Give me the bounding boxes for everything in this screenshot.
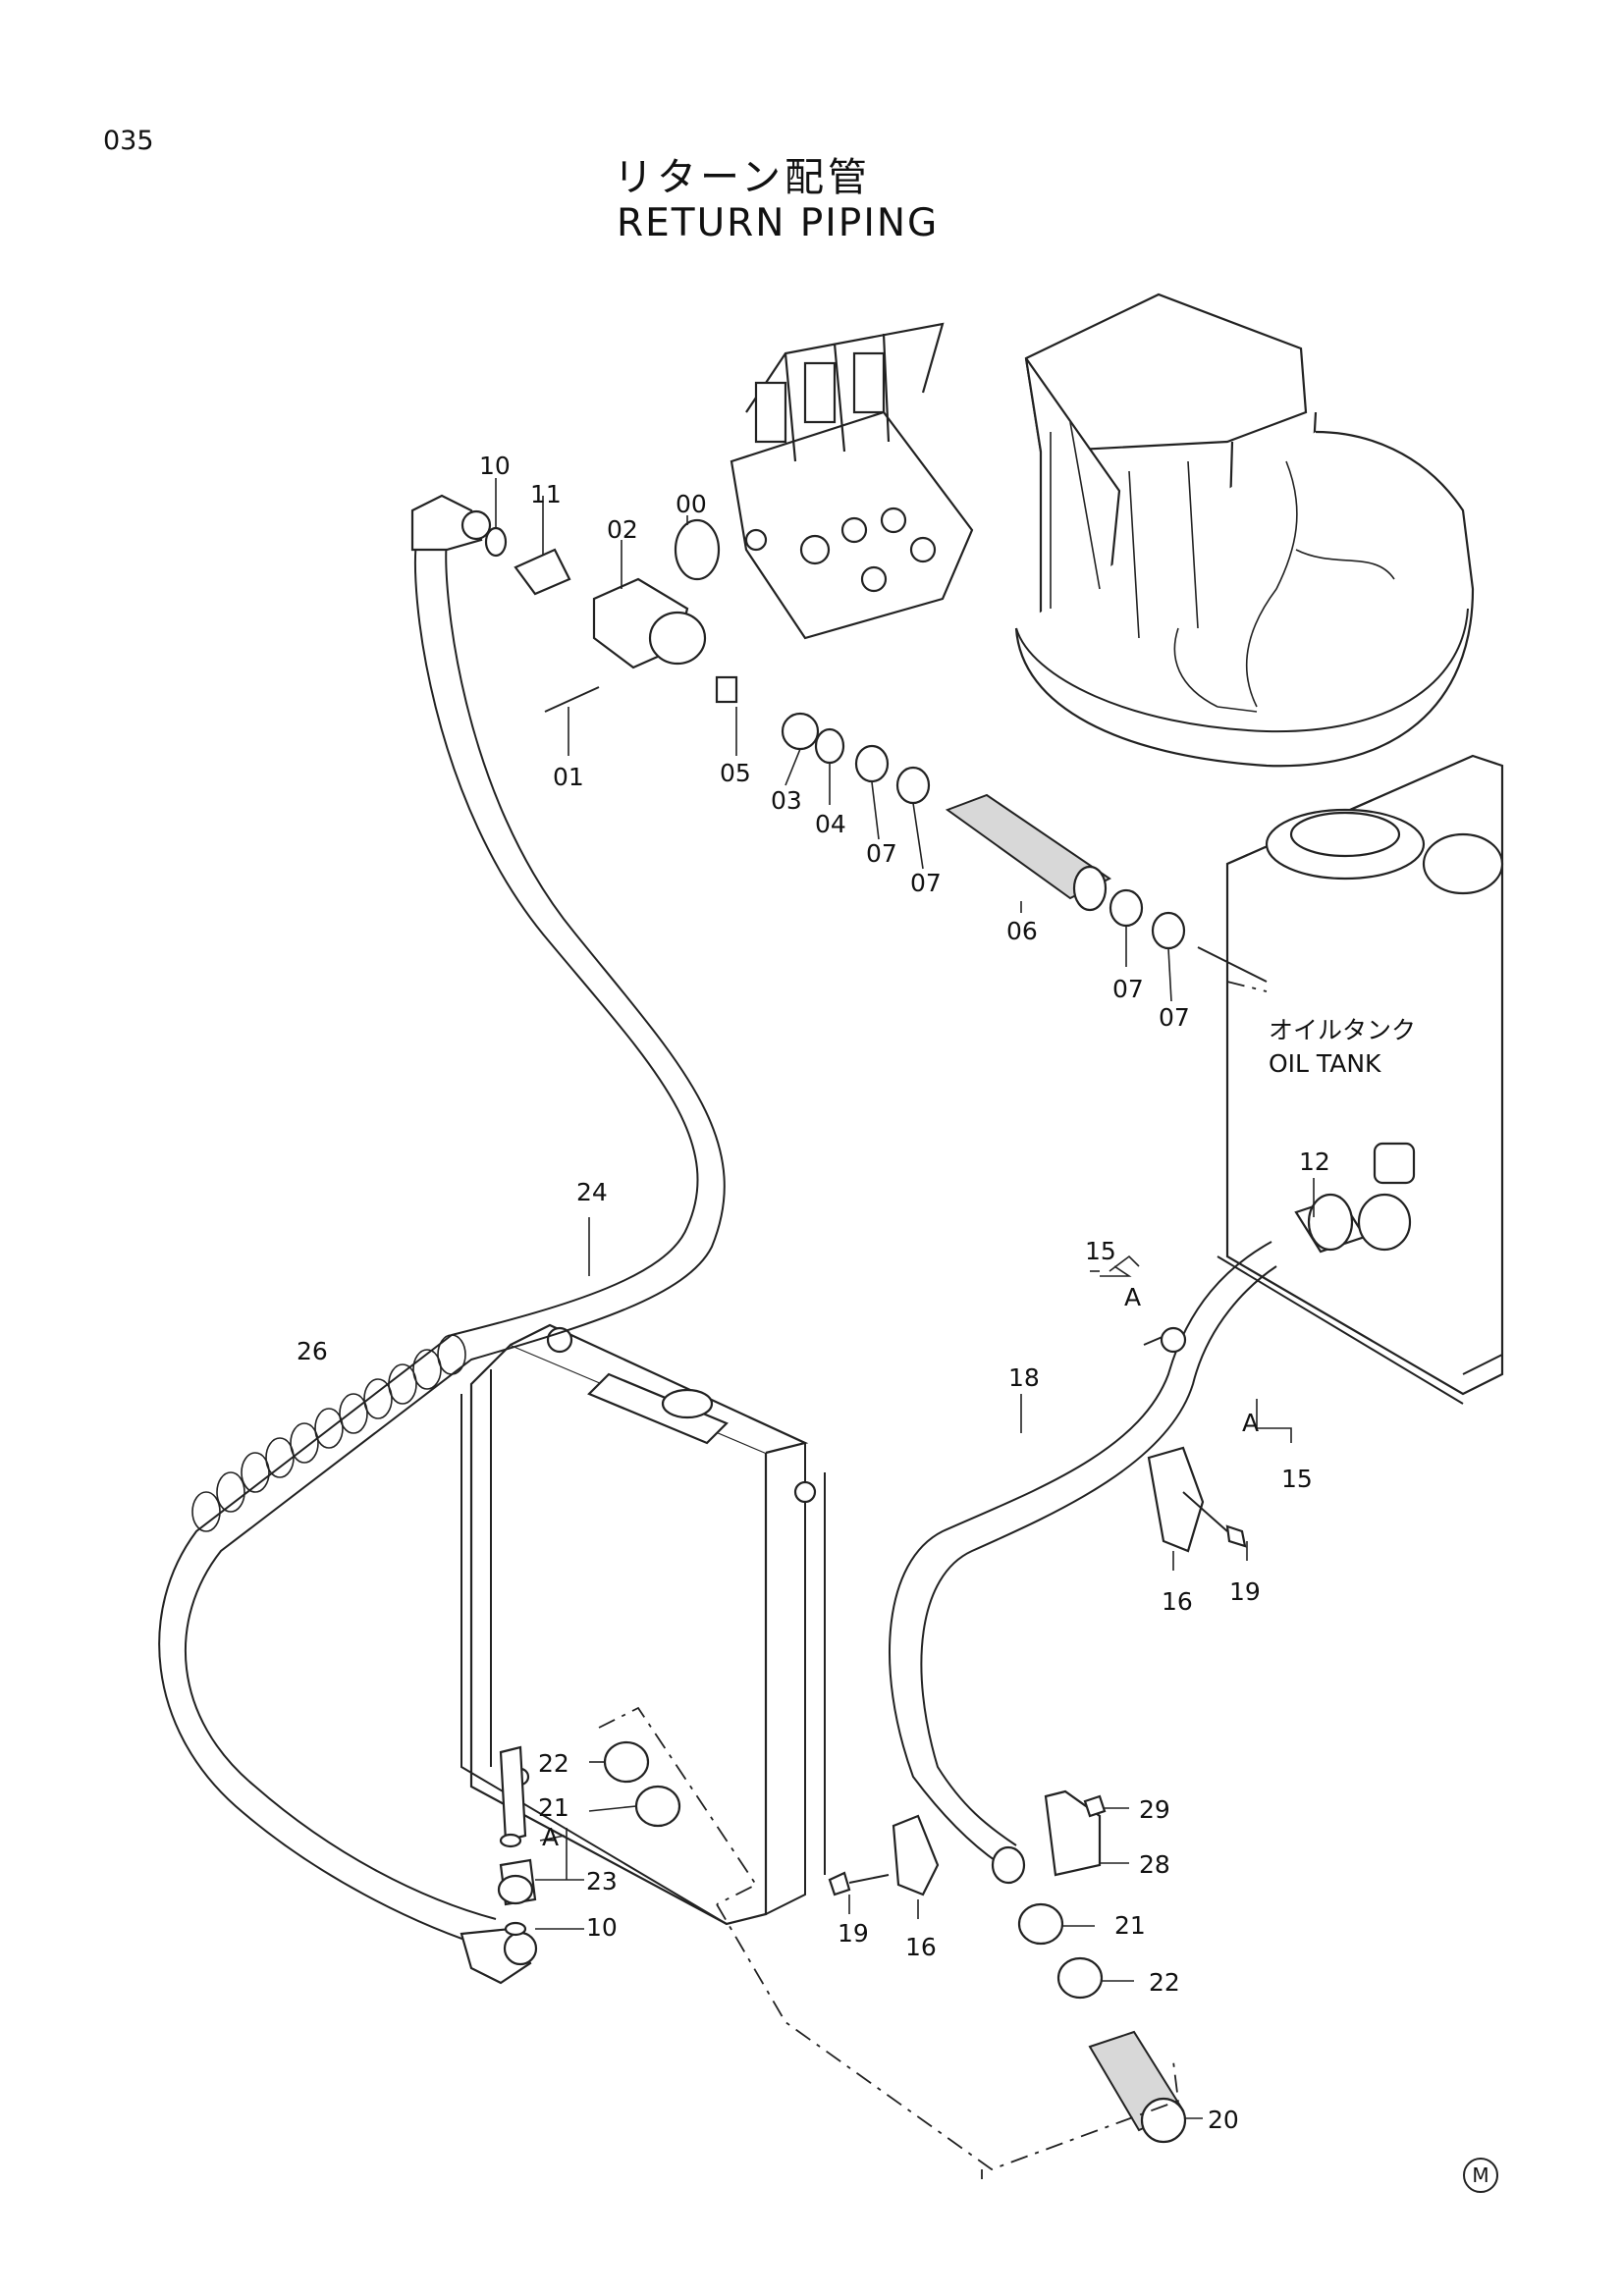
callout-03: 03 (771, 786, 802, 815)
callout-29: 29 (1139, 1795, 1170, 1824)
callout-05: 05 (720, 759, 751, 787)
callout-12: 12 (1299, 1148, 1330, 1176)
oil-tank-label: オイルタンク OIL TANK (1269, 1016, 1416, 1078)
callout-15: 15 (1281, 1465, 1313, 1493)
pipe-18 (889, 1193, 1412, 1866)
callout-04: 04 (815, 810, 846, 838)
clamps-and-bolts (828, 1446, 1247, 2144)
callout-21: 21 (538, 1793, 569, 1822)
callout-26: 26 (297, 1337, 328, 1365)
callout-23: 23 (586, 1867, 618, 1896)
callout-18: 18 (1008, 1363, 1040, 1392)
callout-07: 07 (1112, 975, 1144, 1003)
callout-28: 28 (1139, 1850, 1170, 1879)
callout-01: 01 (553, 763, 584, 791)
callout-A: A (1242, 1409, 1259, 1437)
oil-tank-label-jp: オイルタンク (1269, 1016, 1416, 1044)
callout-07: 07 (866, 839, 897, 868)
callout-19: 19 (838, 1919, 869, 1948)
callout-22: 22 (538, 1749, 569, 1778)
fittings-upper (484, 518, 1268, 983)
excavator-illustration (1014, 293, 1475, 768)
callout-10: 10 (479, 452, 511, 480)
callout-11: 11 (530, 480, 562, 508)
callout-00: 00 (676, 490, 707, 518)
callouts: 10 11 02 00 01 05 03 04 07 07 06 07 07 2… (297, 452, 1330, 2134)
callout-20: 20 (1208, 2106, 1239, 2134)
callout-06: 06 (1006, 917, 1038, 945)
title-english: RETURN PIPING (617, 201, 940, 245)
radiator-fittings (497, 1740, 681, 1937)
callout-A: A (1124, 1283, 1141, 1311)
m-mark: M (1463, 2158, 1498, 2193)
oil-tank-illustration (1217, 754, 1504, 1405)
callout-10: 10 (586, 1913, 618, 1942)
title-japanese: リターン配管 (614, 155, 871, 200)
callout-15: 15 (1085, 1237, 1116, 1265)
callout-16: 16 (905, 1933, 937, 1961)
callout-24: 24 (576, 1178, 608, 1206)
radiator-illustration (460, 1323, 826, 1926)
callout-02: 02 (607, 515, 638, 544)
hose-24-26 (158, 494, 726, 1985)
oil-tank-label-en: OIL TANK (1269, 1049, 1381, 1078)
control-valve-illustration (730, 322, 974, 640)
leader-lines (495, 478, 1315, 2119)
callout-21: 21 (1114, 1911, 1146, 1940)
callout-07: 07 (1159, 1003, 1190, 1032)
callout-07: 07 (910, 869, 942, 897)
callout-19: 19 (1229, 1577, 1261, 1606)
callout-22: 22 (1149, 1968, 1180, 1997)
callout-A: A (542, 1823, 559, 1851)
reference-lines (598, 981, 1268, 2179)
page-number: 035 (103, 126, 154, 156)
callout-16: 16 (1162, 1587, 1193, 1616)
